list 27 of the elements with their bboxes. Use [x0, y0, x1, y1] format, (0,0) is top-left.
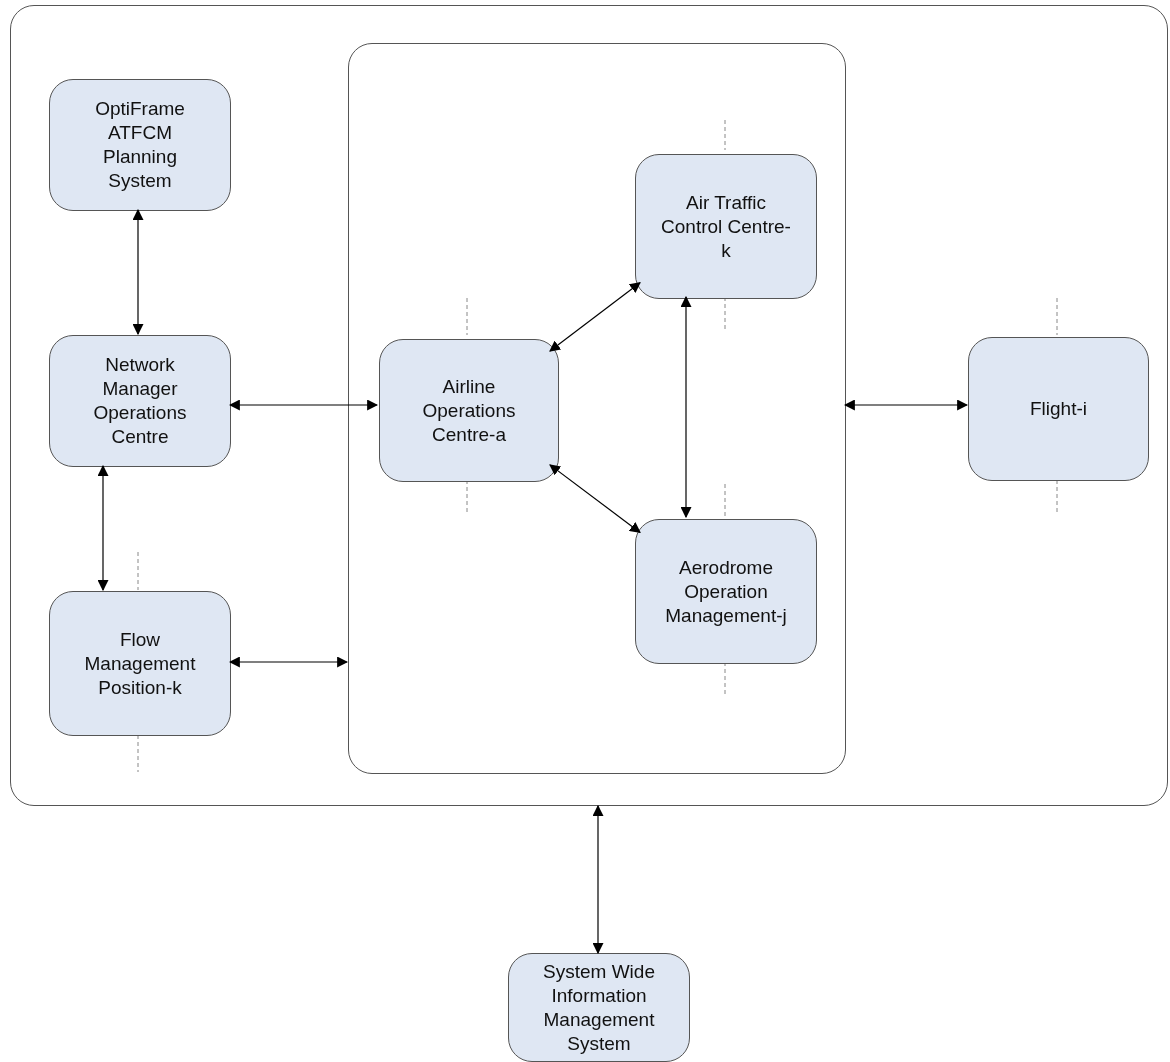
arrow	[132, 208, 144, 336]
arrow	[97, 464, 109, 592]
box-label: Air Traffic Control Centre-k	[660, 190, 792, 263]
process-box	[635, 154, 817, 299]
arrow	[228, 656, 349, 668]
arrow	[843, 399, 969, 411]
arrow	[592, 804, 604, 955]
process-box	[635, 519, 817, 664]
group-frame	[348, 43, 846, 774]
process-box	[508, 953, 690, 1062]
process-box	[968, 337, 1149, 481]
box-label: Network Manager Operations Centre	[92, 353, 188, 449]
box-label: OptiFrame ATFCM Planning System	[94, 97, 186, 193]
arrow	[549, 464, 641, 534]
process-box	[49, 591, 231, 736]
arrow	[680, 295, 692, 519]
arrow	[549, 282, 641, 352]
group-frame	[10, 5, 1168, 806]
process-box	[49, 79, 231, 211]
box-label: System Wide Information Management System	[542, 959, 656, 1056]
arrow	[228, 399, 379, 411]
box-label: Flight-i	[1029, 397, 1088, 421]
process-box	[49, 335, 231, 467]
box-label: Aerodrome Operation Management-j	[664, 555, 788, 628]
process-box	[379, 339, 559, 482]
box-label: Airline Operations Centre-a	[421, 374, 517, 447]
box-label: Flow Management Position-k	[83, 627, 197, 700]
